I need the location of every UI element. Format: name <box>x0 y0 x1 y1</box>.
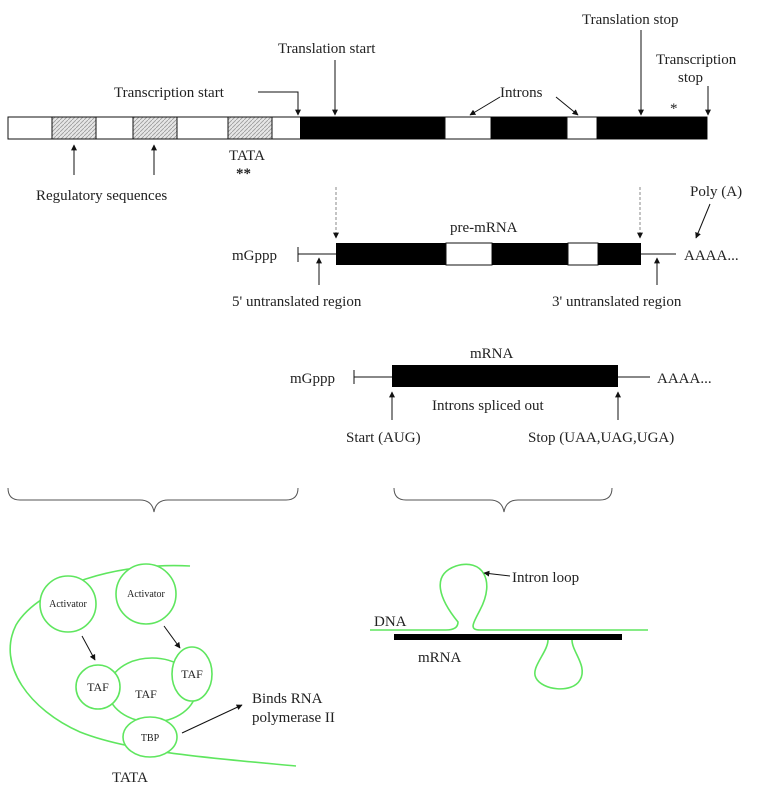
transcription-start-arrow <box>258 91 301 116</box>
mrna-tail: AAAA... <box>657 371 712 387</box>
transcription-start-label: Transcription start <box>114 85 225 101</box>
intron-loop-dna <box>370 563 648 631</box>
taf-right <box>171 646 213 702</box>
taf-left-label: TAF <box>87 680 109 694</box>
mrna-title: mRNA <box>470 346 514 362</box>
dna-loop <box>9 564 297 767</box>
mrna-bar <box>392 365 618 387</box>
introns-arrow-left <box>469 96 501 116</box>
activator-1 <box>39 575 97 633</box>
exon-2 <box>491 117 567 139</box>
star-mark: * <box>670 101 678 117</box>
hybrid-dna-label: DNA <box>374 614 407 630</box>
spliced-label: Introns spliced out <box>432 398 544 414</box>
hybrid-mrna-label: mRNA <box>418 650 462 666</box>
intron-1 <box>444 116 492 140</box>
pre-mrna-cap: mGppp <box>232 248 277 264</box>
translation-start-label: Translation start <box>278 41 376 57</box>
tbp <box>122 716 178 758</box>
left-brace <box>7 487 299 513</box>
transcription-stop-label-2: stop <box>678 70 703 86</box>
stop-label: Stop (UAA,UAG,UGA) <box>528 430 674 446</box>
binds-label-1: Binds RNA <box>252 691 323 707</box>
pre-mrna-tail: AAAA... <box>684 248 739 264</box>
introns-label: Introns <box>500 85 543 101</box>
regulatory-box-1 <box>51 116 97 140</box>
right-brace <box>393 487 613 513</box>
tbp-label: TBP <box>141 733 160 744</box>
poly-a-label: Poly (A) <box>690 184 742 200</box>
introns-arrow-right <box>555 96 579 116</box>
transcription-stop-label-1: Transcription <box>656 52 737 68</box>
taf-center-label: TAF <box>135 687 157 701</box>
binds-arrow <box>181 704 243 734</box>
activator-1-arrow <box>81 635 96 661</box>
intron-loop-arrow <box>483 570 511 577</box>
mrna-cap: mGppp <box>290 371 335 387</box>
intron-loop-label: Intron loop <box>512 570 579 586</box>
regulatory-label: Regulatory sequences <box>36 188 167 204</box>
regulatory-box-2 <box>132 116 178 140</box>
tata-stars: ** <box>236 166 251 182</box>
gene-map <box>7 116 708 140</box>
taf-left <box>75 664 121 710</box>
activator-2-label: Activator <box>127 589 165 600</box>
utr5-label: 5' untranslated region <box>232 294 362 310</box>
poly-a-arrow <box>695 203 711 239</box>
activator-2 <box>115 563 177 625</box>
exon-1 <box>300 117 445 139</box>
pre-mrna-title: pre-mRNA <box>450 220 518 236</box>
complex-tata-label: TATA <box>112 770 148 786</box>
lower-loop <box>533 639 583 690</box>
pre-mrna-bar <box>336 242 641 266</box>
activator-1-label: Activator <box>49 599 87 610</box>
taf-right-label: TAF <box>181 667 203 681</box>
tata-box <box>227 116 273 140</box>
intron-2 <box>566 116 598 140</box>
activator-2-arrow <box>163 625 181 649</box>
utr3-label: 3' untranslated region <box>552 294 682 310</box>
start-label: Start (AUG) <box>346 430 421 446</box>
binds-label-2: polymerase II <box>252 710 335 726</box>
tata-label: TATA <box>229 148 265 164</box>
exon-3 <box>597 117 707 139</box>
hybrid-mrna-bar <box>394 634 622 640</box>
translation-stop-label: Translation stop <box>582 12 679 28</box>
